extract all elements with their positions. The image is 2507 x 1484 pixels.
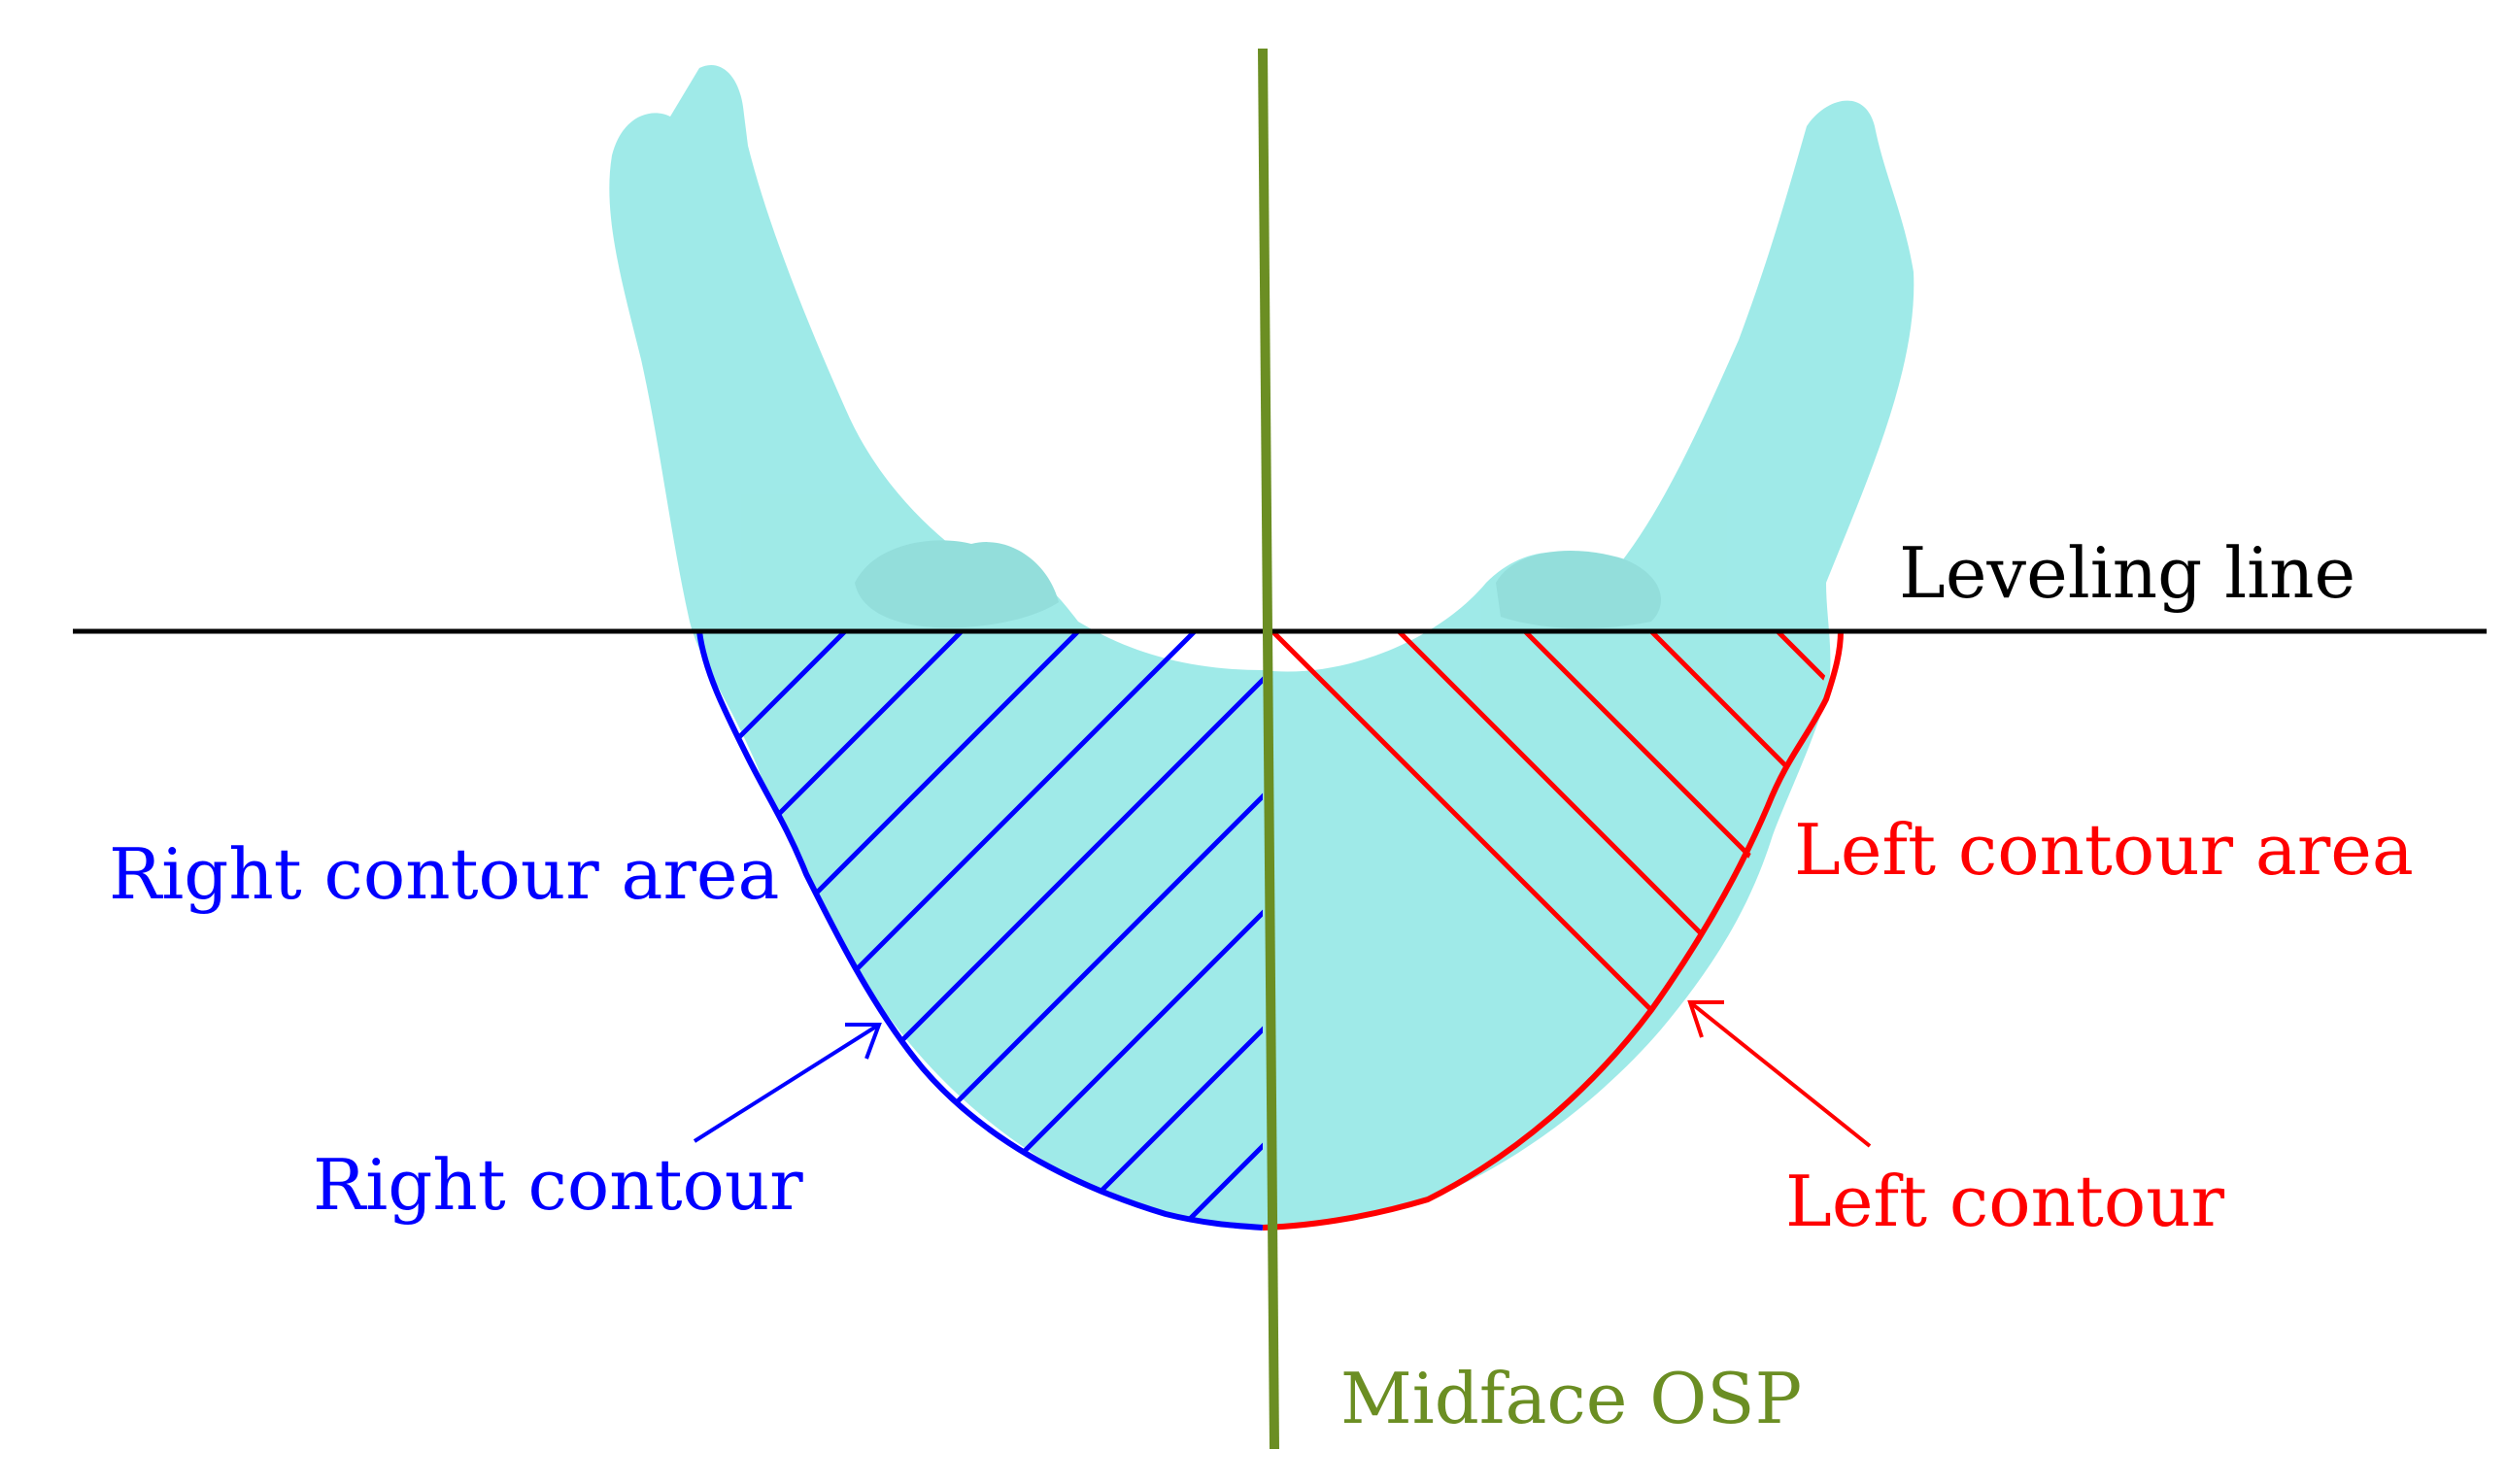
right-contour-area-label: Right contour area — [109, 833, 779, 915]
right-contour-arrow — [693, 1023, 882, 1143]
left-hatch-line — [1601, 631, 1841, 1228]
left-contour-label: Left contour — [1785, 1161, 2225, 1242]
right-hatch-line — [699, 631, 1245, 1228]
mandible-shape — [609, 64, 1914, 1230]
left-contour-arrow — [1687, 1000, 1872, 1148]
midface-osp-line — [1258, 48, 1279, 1450]
right-hatch-line — [1144, 631, 1263, 1228]
right-contour-line — [696, 630, 1264, 1231]
right-hatch-line — [1028, 631, 1263, 1228]
right-hatch-line — [699, 631, 896, 1228]
mandible-tooth-ridge-left — [1496, 551, 1661, 628]
midface-osp-label: Midface OSP — [1340, 1358, 1802, 1439]
left-contour-area-label: Left contour area — [1794, 809, 2414, 891]
mandible-tooth-ridge-right — [855, 540, 1059, 628]
right-hatch-line — [699, 631, 1012, 1228]
right-contour-label: Right contour — [313, 1144, 803, 1226]
leveling-line-label: Leveling line — [1899, 532, 2355, 614]
left-contour-line — [1262, 630, 1844, 1231]
mandible-bone — [609, 64, 1914, 1230]
left-hatch-line — [1348, 631, 1841, 1228]
right-hatch-line — [911, 631, 1263, 1228]
